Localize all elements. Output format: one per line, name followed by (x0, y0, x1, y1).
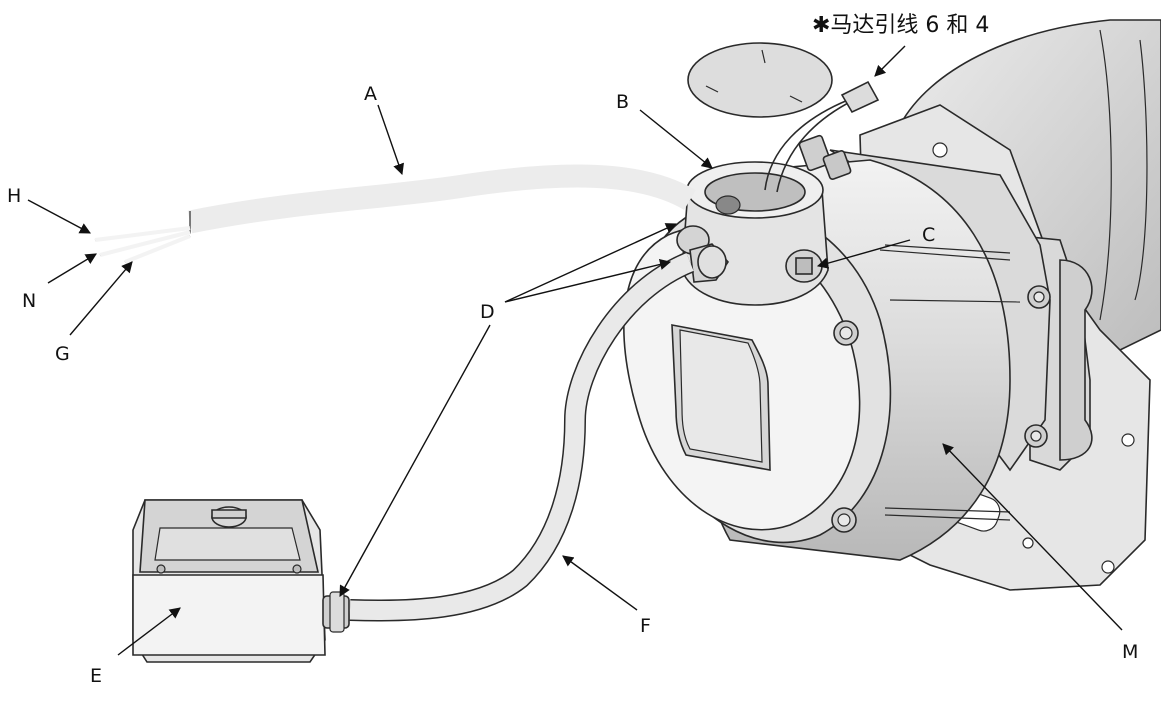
housing-bolts (831, 285, 1051, 533)
label-m: M (1122, 641, 1138, 663)
cover-disc (687, 42, 833, 118)
wire-connector (840, 80, 880, 114)
label-f: F (640, 615, 651, 637)
label-h: H (7, 185, 21, 207)
label-g: G (55, 343, 70, 365)
flexible-conduit (349, 251, 695, 622)
label-d: D (480, 301, 495, 323)
label-n: N (22, 290, 36, 312)
motor-leads-note: ✱马达引线 6 和 4 (812, 13, 989, 38)
callout-labels: ✱马达引线 6 和 4 A B C D H N G F E M (7, 13, 1138, 687)
label-e: E (90, 665, 102, 687)
stripped-wires (94, 226, 191, 264)
label-c: C (922, 224, 935, 246)
conduit-box (676, 161, 829, 306)
label-a: A (364, 83, 377, 105)
label-b: B (616, 91, 629, 113)
junction-box (132, 499, 350, 663)
power-cable (94, 164, 696, 264)
motor (623, 19, 1161, 591)
leader-lines (27, 45, 1123, 656)
